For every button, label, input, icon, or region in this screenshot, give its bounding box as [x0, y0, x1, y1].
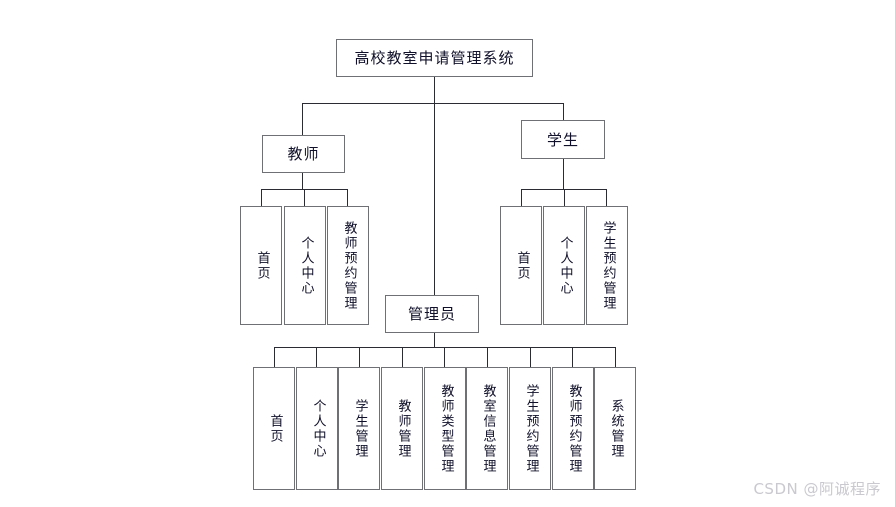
node-admin-system-management[interactable]: 系统管理 [594, 367, 636, 490]
connector-admin-drop-3 [359, 347, 360, 367]
connector-root-stem [434, 77, 435, 103]
connector-admin-drop-1 [274, 347, 275, 367]
node-admin-teacher-type-management[interactable]: 教师类型管理 [424, 367, 466, 490]
connector-root-bus [302, 103, 563, 104]
connector-admin-drop-8 [572, 347, 573, 367]
connector-admin-drop-2 [316, 347, 317, 367]
connector-admin-drop-7 [530, 347, 531, 367]
node-teacher-home[interactable]: 首页 [240, 206, 282, 325]
connector-teacher-drop-1 [261, 189, 262, 206]
node-student-reservation-management[interactable]: 学生预约管理 [586, 206, 628, 325]
node-role-student[interactable]: 学生 [521, 120, 605, 159]
node-teacher-reservation-management[interactable]: 教师预约管理 [327, 206, 369, 325]
connector-root-to-admin [434, 103, 435, 295]
csdn-watermark: CSDN @阿诚程序 [753, 480, 881, 498]
connector-admin-drop-9 [615, 347, 616, 367]
connector-root-to-student [563, 103, 564, 120]
node-admin-teacher-reservation-management[interactable]: 教师预约管理 [552, 367, 594, 490]
node-root-system[interactable]: 高校教室申请管理系统 [336, 39, 533, 77]
node-admin-home[interactable]: 首页 [253, 367, 295, 490]
node-student-home[interactable]: 首页 [500, 206, 542, 325]
node-role-admin[interactable]: 管理员 [385, 295, 479, 333]
connector-student-stem [563, 159, 564, 189]
node-role-teacher[interactable]: 教师 [262, 135, 345, 173]
connector-admin-drop-6 [487, 347, 488, 367]
node-admin-student-reservation-management[interactable]: 学生预约管理 [509, 367, 551, 490]
connector-teacher-stem [302, 173, 303, 189]
node-admin-personal-center[interactable]: 个人中心 [296, 367, 338, 490]
connector-teacher-drop-2 [304, 189, 305, 206]
node-teacher-personal-center[interactable]: 个人中心 [284, 206, 326, 325]
connector-teacher-drop-3 [347, 189, 348, 206]
connector-admin-drop-5 [444, 347, 445, 367]
node-admin-teacher-management[interactable]: 教师管理 [381, 367, 423, 490]
node-admin-student-management[interactable]: 学生管理 [338, 367, 380, 490]
connector-root-to-teacher [302, 103, 303, 135]
connector-admin-stem [434, 333, 435, 347]
connector-student-drop-1 [521, 189, 522, 206]
connector-student-drop-2 [564, 189, 565, 206]
node-admin-classroom-info-management[interactable]: 教室信息管理 [466, 367, 508, 490]
node-student-personal-center[interactable]: 个人中心 [543, 206, 585, 325]
connector-admin-drop-4 [402, 347, 403, 367]
connector-student-drop-3 [606, 189, 607, 206]
